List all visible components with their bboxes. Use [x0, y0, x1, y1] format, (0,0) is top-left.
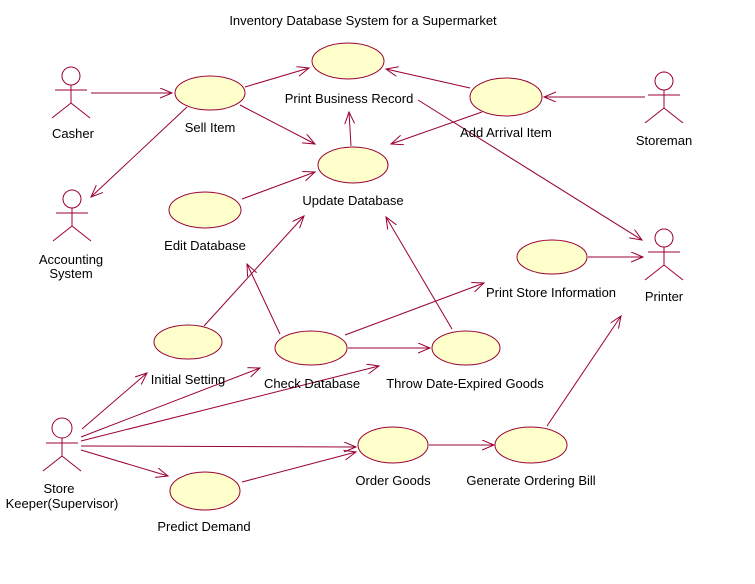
use-case-throw-date-expired-goods: Throw Date-Expired Goods — [386, 330, 544, 391]
assoc-predict-demand-order-goods — [241, 452, 356, 483]
use-case-ellipse — [153, 324, 223, 360]
assoc-check-database-edit-database — [247, 264, 281, 335]
use-case-label: Throw Date-Expired Goods — [386, 376, 544, 391]
diagram-title: Inventory Database System for a Supermar… — [229, 13, 497, 28]
actor-head — [61, 66, 81, 86]
use-case-label: Check Database — [264, 376, 360, 391]
use-case-label: Order Goods — [355, 473, 431, 488]
assoc-store-keeper-check-database — [80, 368, 260, 438]
assoc-sell-item-accounting-system — [91, 106, 188, 197]
actor-label: Casher — [52, 126, 95, 141]
use-case-ellipse — [431, 330, 501, 366]
use-case-label: Initial Setting — [151, 372, 225, 387]
use-case-check-database: Check Database — [264, 330, 360, 391]
use-case-label: Predict Demand — [157, 519, 250, 534]
use-case-ellipse — [274, 330, 348, 366]
use-case-ellipse — [494, 426, 568, 464]
assoc-sell-item-update-database — [239, 104, 315, 144]
assoc-edit-database-update-database — [241, 172, 315, 200]
use-case-label: Update Database — [302, 193, 403, 208]
actor-label: Accounting — [39, 252, 103, 267]
use-case-edit-database: Edit Database — [164, 191, 246, 253]
actor-label: Storeman — [636, 133, 692, 148]
actor-label: System — [49, 266, 92, 281]
assoc-store-keeper-initial-setting — [81, 373, 147, 430]
assoc-store-keeper-throw-date-expired-goods — [80, 366, 379, 442]
actor-printer: Printer — [644, 228, 684, 304]
actor-figure — [644, 90, 684, 124]
assoc-store-keeper-predict-demand — [80, 449, 168, 476]
assoc-generate-ordering-bill-printer — [546, 316, 621, 427]
actor-label: Keeper(Supervisor) — [6, 496, 119, 511]
actor-store-keeper: Store Keeper(Supervisor) — [6, 417, 119, 511]
actor-head — [51, 417, 73, 439]
actor-casher: Casher — [51, 66, 95, 141]
actor-label: Store — [43, 481, 74, 496]
associations — [80, 68, 645, 483]
actor-head — [654, 228, 674, 248]
use-case-ellipse — [317, 146, 389, 184]
use-case-label: Print Store Information — [486, 285, 616, 300]
use-case-label: Sell Item — [185, 120, 236, 135]
use-case-generate-ordering-bill: Generate Ordering Bill — [466, 426, 596, 488]
assoc-print-business-record-printer — [417, 99, 642, 240]
use-case-initial-setting: Initial Setting — [151, 324, 225, 387]
use-case-ellipse — [469, 77, 543, 117]
use-case-ellipse — [357, 426, 429, 464]
actor-figure — [42, 438, 82, 472]
actor-figure — [644, 247, 684, 281]
assoc-initial-setting-update-database — [203, 216, 304, 327]
assoc-update-database-print-business-record — [349, 112, 351, 147]
use-case-label: Edit Database — [164, 238, 246, 253]
use-case-ellipse — [311, 42, 385, 80]
assoc-add-arrival-item-update-database — [391, 111, 483, 144]
use-case-label: Print Business Record — [285, 91, 414, 106]
assoc-sell-item-print-business-record — [244, 68, 309, 88]
use-case-update-database: Update Database — [302, 146, 404, 208]
use-case-ellipse — [516, 239, 588, 275]
actor-accounting-system: Accounting System — [39, 189, 103, 281]
use-case-ellipse — [174, 75, 246, 111]
use-case-print-store-information: Print Store Information — [486, 239, 616, 300]
use-case-ellipse — [168, 191, 242, 229]
actor-figure — [51, 85, 91, 119]
use-case-ellipse — [169, 471, 241, 511]
use-case-add-arrival-item: Add Arrival Item — [460, 77, 552, 140]
actor-storeman: Storeman — [636, 71, 692, 148]
actor-head — [62, 189, 82, 209]
actor-head — [654, 71, 674, 91]
actor-label: Printer — [645, 289, 684, 304]
assoc-store-keeper-order-goods — [80, 446, 356, 447]
use-case-label: Add Arrival Item — [460, 125, 552, 140]
use-case-predict-demand: Predict Demand — [157, 471, 251, 534]
assoc-add-arrival-item-print-business-record — [386, 69, 471, 89]
use-case-sell-item: Sell Item — [174, 75, 246, 135]
use-case-label: Generate Ordering Bill — [466, 473, 595, 488]
assoc-throw-date-expired-goods-update-database — [386, 217, 453, 330]
use-case-print-business-record: Print Business Record — [285, 42, 414, 106]
assoc-check-database-print-store-information — [344, 283, 484, 336]
use-case-order-goods: Order Goods — [355, 426, 431, 488]
actor-figure — [52, 208, 92, 242]
